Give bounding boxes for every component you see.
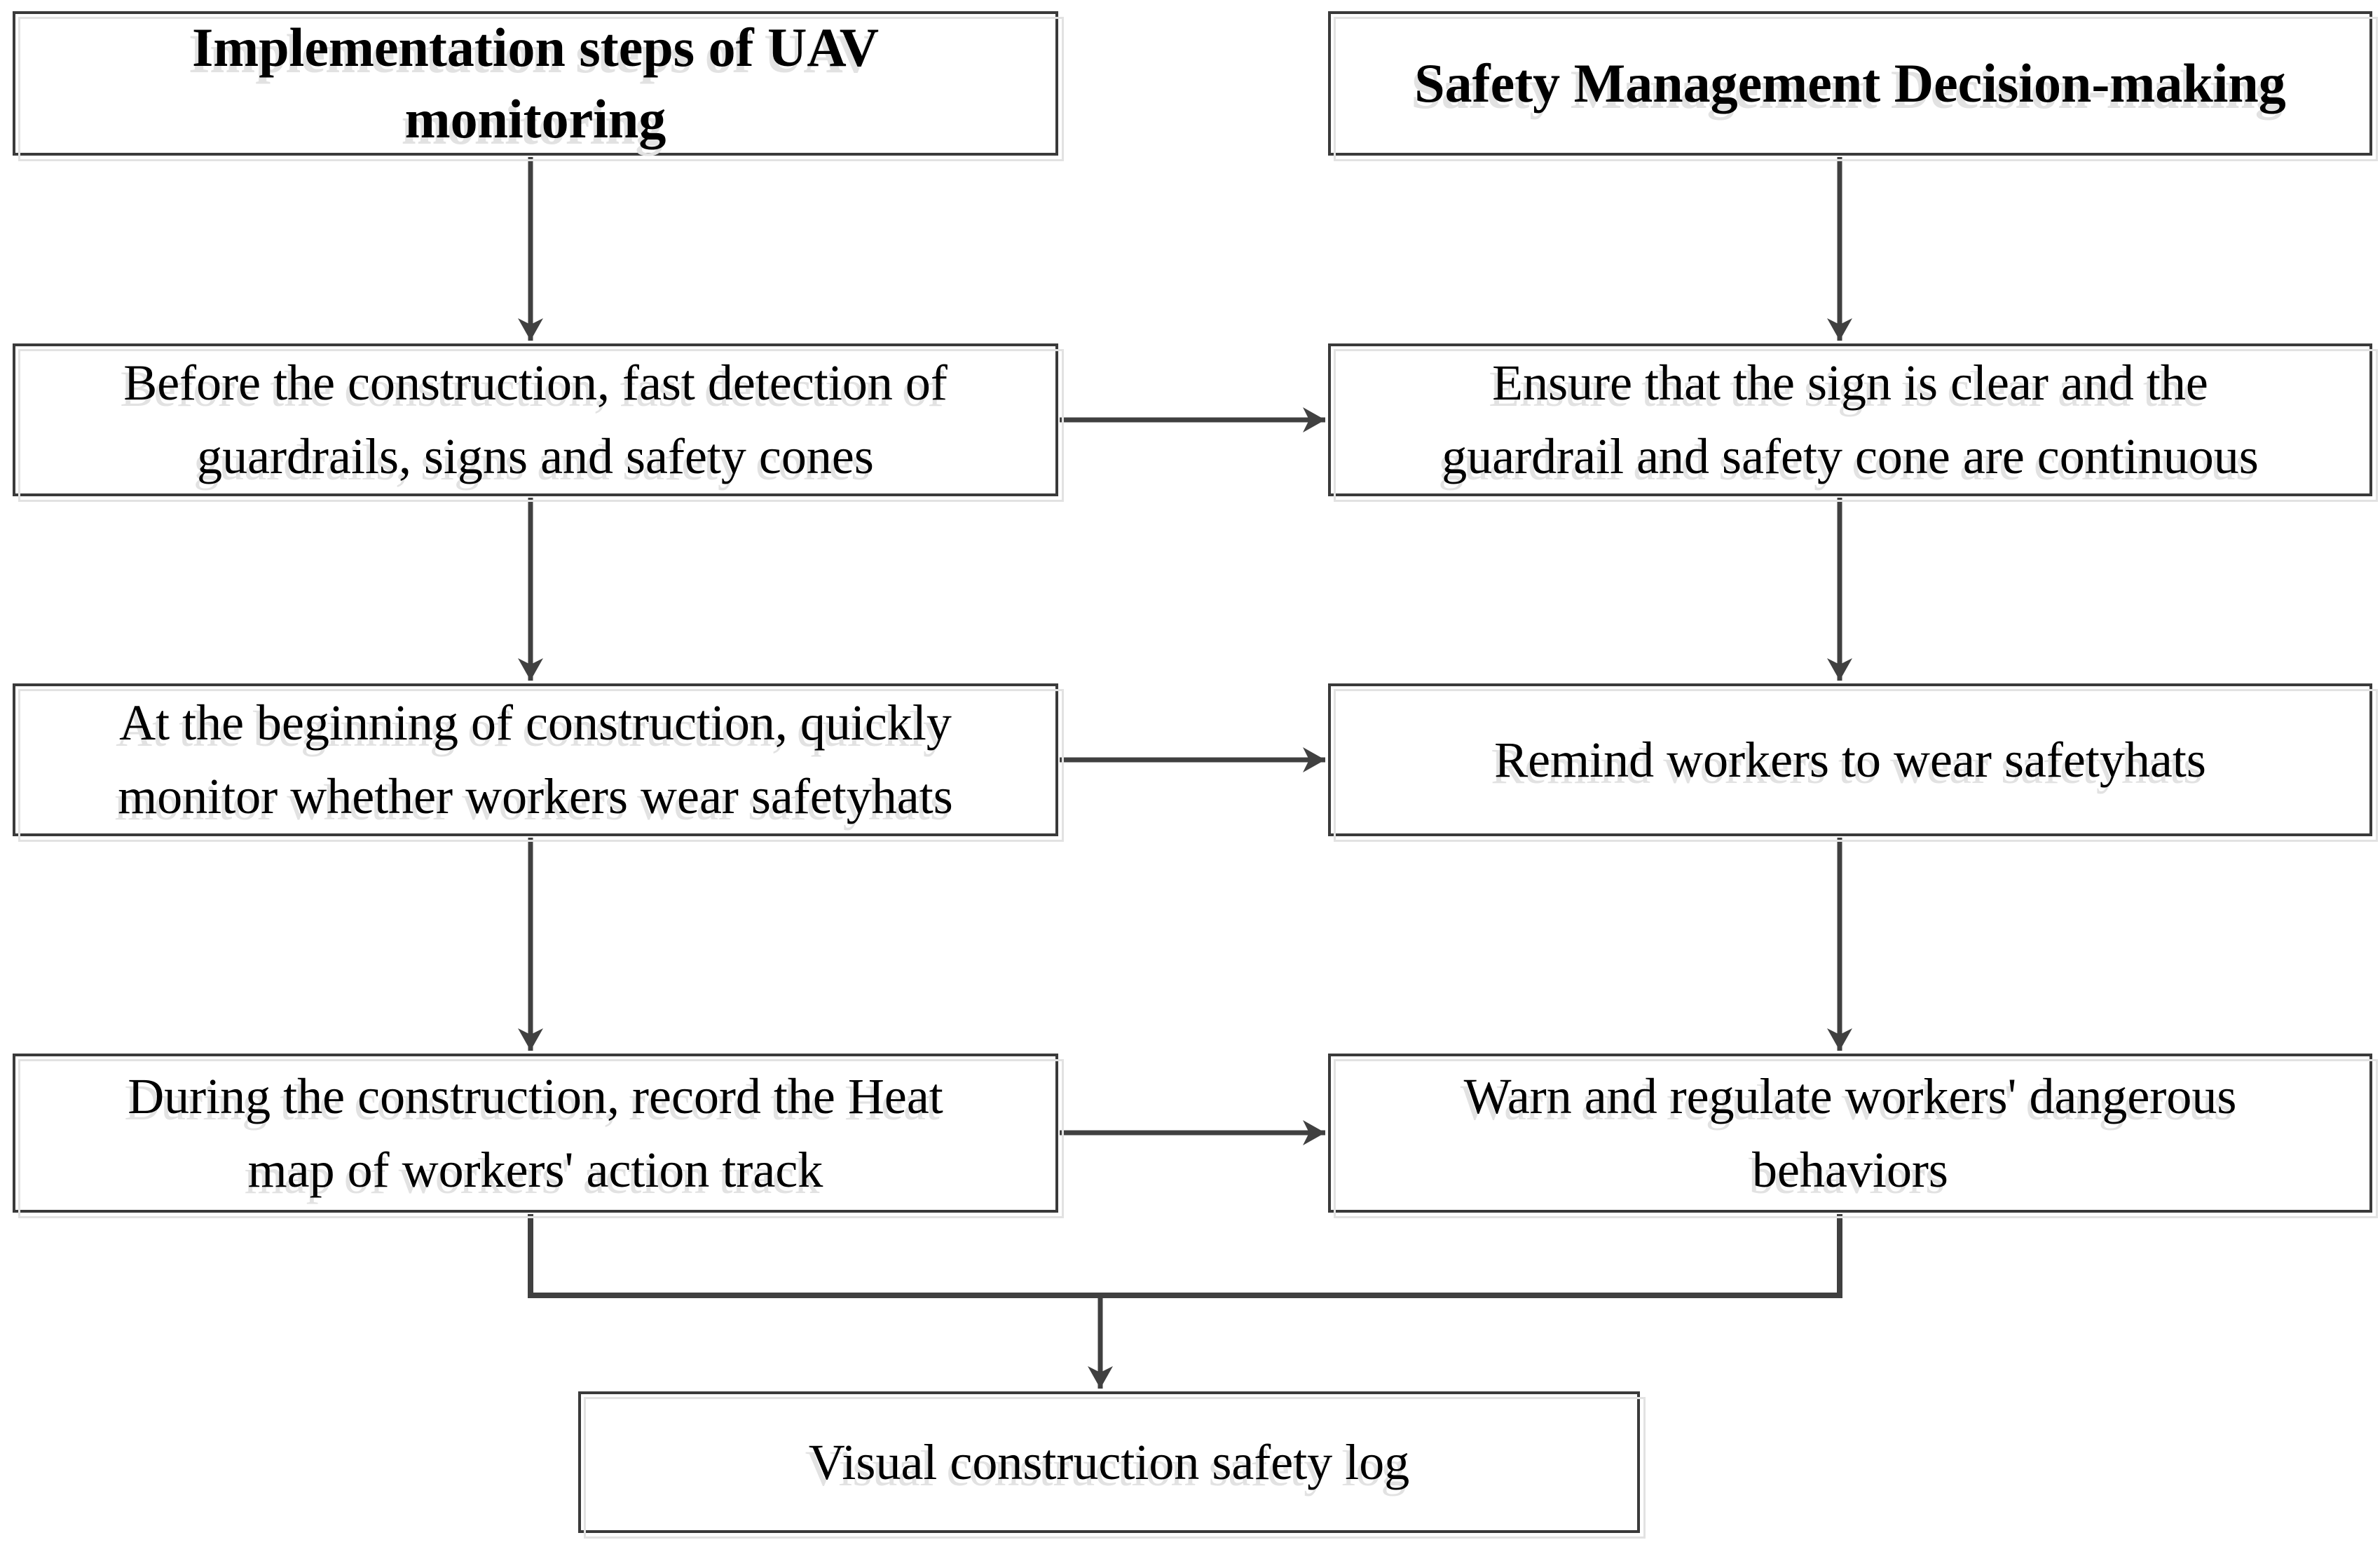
header-box-safety-decision: Safety Management Decision-making [1328, 11, 2378, 161]
result-box-safety-log: Visual construction safety log [578, 1391, 1646, 1539]
step-text-line: guardrails, signs and safety cones [197, 428, 874, 484]
header-text-line: monitoring [404, 88, 666, 149]
step-box-ensure-sign-clear: Ensure that the sign is clear and the gu… [1328, 343, 2378, 502]
step-text-line: At the beginning of construction, quickl… [119, 695, 952, 751]
step-text-line: Ensure that the sign is clear and the [1492, 355, 2208, 411]
step-text-line: Before the construction, fast detection … [123, 355, 948, 411]
step-text-line: map of workers' action track [247, 1141, 823, 1198]
step-box-before-construction-detection: Before the construction, fast detection … [13, 343, 1064, 502]
step-box-monitor-safetyhats: At the beginning of construction, quickl… [13, 683, 1064, 842]
step-box-record-heat-map: During the construction, record the Heat… [13, 1054, 1064, 1218]
header-text-line: Safety Management Decision-making [1414, 53, 2286, 114]
step-box-warn-dangerous-behaviors: Warn and regulate workers' dangerous beh… [1328, 1054, 2378, 1218]
header-box-uav-monitoring: Implementation steps of UAV monitoring [13, 11, 1064, 161]
result-text-line: Visual construction safety log [808, 1433, 1410, 1490]
step-text-line: monitor whether workers wear safetyhats [118, 768, 953, 824]
step-box-remind-workers: Remind workers to wear safetyhats [1328, 683, 2378, 842]
header-text-line: Implementation steps of UAV [191, 17, 880, 78]
step-text-line: Remind workers to wear safetyhats [1494, 731, 2206, 788]
step-text-line: behaviors [1752, 1141, 1948, 1198]
step-text-line: Warn and regulate workers' dangerous [1463, 1068, 2237, 1124]
merge-connector-line [528, 1214, 1842, 1298]
step-text-line: guardrail and safety cone are continuous [1442, 428, 2259, 484]
step-text-line: During the construction, record the Heat [128, 1068, 943, 1124]
